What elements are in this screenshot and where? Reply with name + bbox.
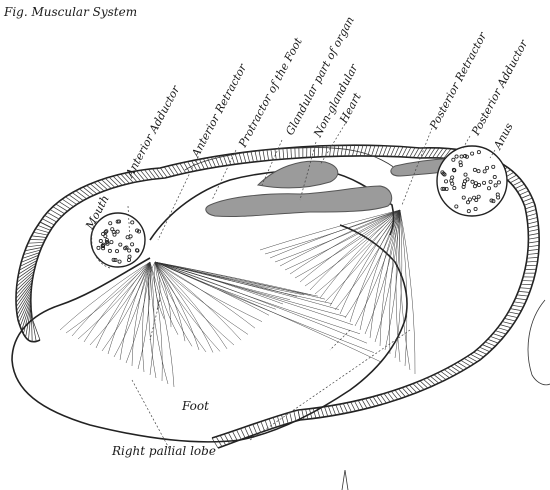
glandular-organ xyxy=(206,186,392,217)
figure-caption: Fig. Muscular System xyxy=(3,5,137,19)
letter-stroke-bottom xyxy=(342,470,348,490)
posterior-adductor-muscle xyxy=(437,146,507,216)
label-anus: Anus xyxy=(491,120,516,152)
shell-edge-right xyxy=(528,300,550,385)
label-foot: Foot xyxy=(181,399,209,413)
label-anterior-adductor: Anterior Adductor xyxy=(123,83,183,180)
foot xyxy=(12,225,407,442)
label-right-pallial-lobe: Right pallial lobe xyxy=(111,444,216,458)
non-glandular-organ xyxy=(258,161,338,188)
